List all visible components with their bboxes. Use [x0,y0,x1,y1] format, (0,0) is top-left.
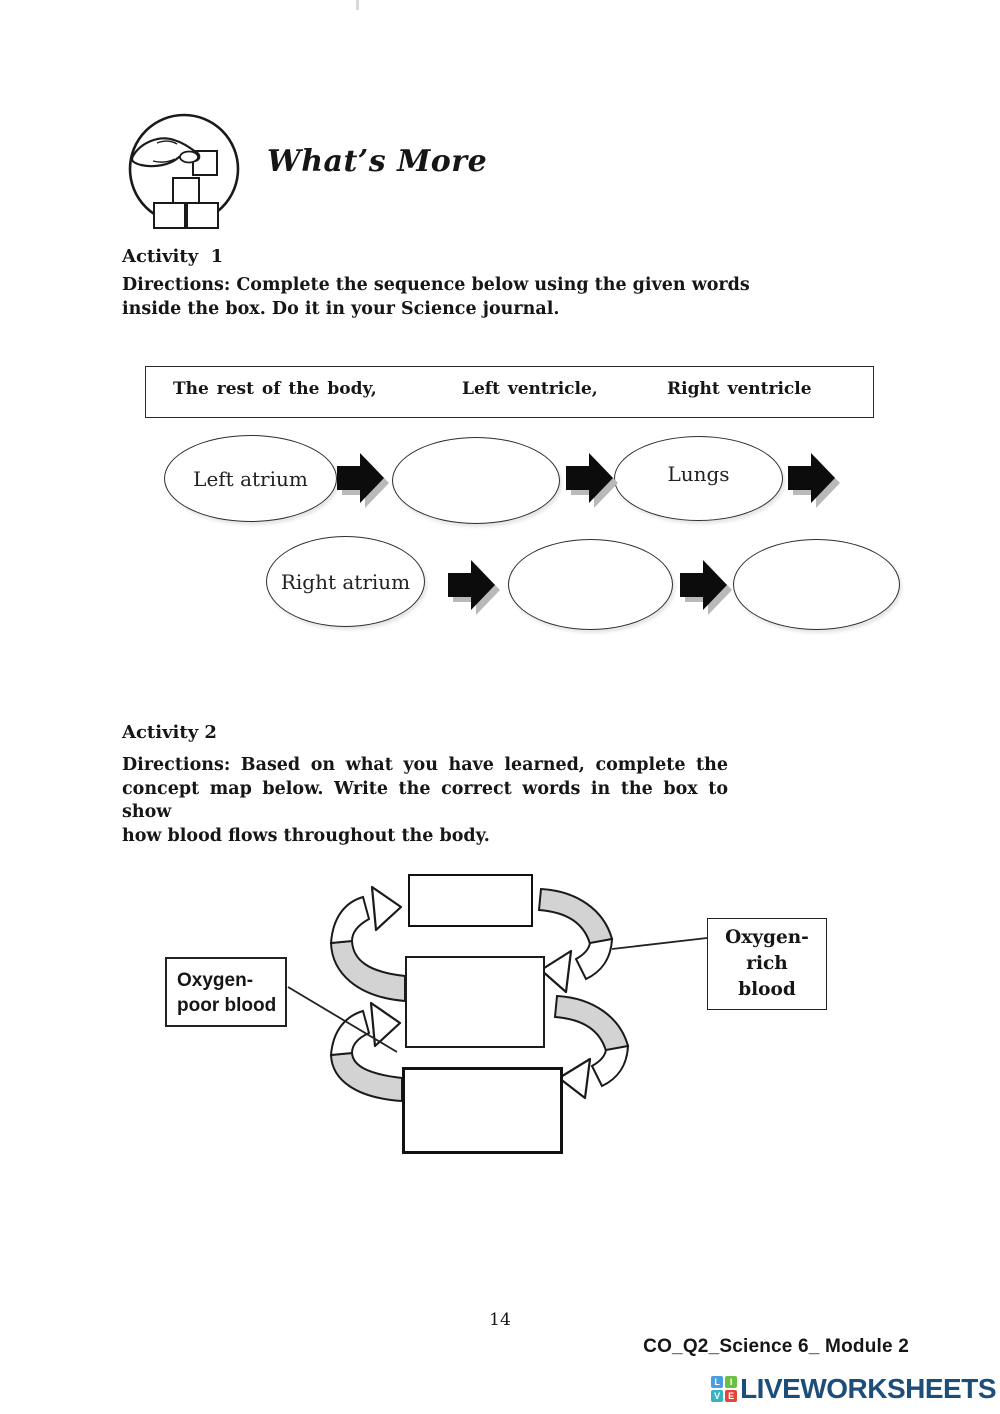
right-arrow-icon [448,560,500,615]
ellipse-label: Right atrium [280,569,411,594]
curved-arrow-down-right-icon [553,994,630,1100]
activity2-heading: Activity 2 [122,722,217,743]
sequence-ellipse-lungs: Lungs [614,436,783,521]
activity2-directions-line2: concept map below. Write the correct wor… [122,778,728,823]
activity2-directions: Directions: Based on what you have learn… [122,754,728,848]
right-arrow-icon [566,453,618,508]
word-bank-item: Right ventricle [667,379,812,399]
right-arrow-icon [788,453,840,508]
logo-tile-v: V [711,1390,724,1402]
module-footer-text: CO_Q2_Science 6_ Module 2 [643,1336,909,1357]
liveworksheets-tiles-icon: L I V E [711,1376,738,1402]
hand-stacking-blocks-icon [128,113,240,229]
oxygen-poor-connector-line [287,986,398,1053]
word-bank-item: Left ventricle, [462,379,598,399]
liveworksheets-logo[interactable]: L I V E LIVEWORKSHEETS [711,1373,996,1405]
activity2-directions-line3: how blood flows throughout the body. [122,825,490,846]
label-line: Oxygen- [725,927,809,948]
word-bank-item: The rest of the body, [173,379,377,399]
concept-box-bottom-blank[interactable] [402,1067,563,1154]
section-title: What’s More [267,144,488,179]
sequence-ellipse-blank-2[interactable] [508,539,673,630]
oxygen-rich-blood-label: Oxygen- rich blood [707,918,827,1010]
curved-arrow-up-left-icon [329,1001,403,1103]
oxygen-poor-blood-label: Oxygen- poor blood [165,957,287,1027]
activity1-directions: Directions: Complete the sequence below … [122,273,750,321]
page-number: 14 [489,1310,511,1330]
activity1-directions-line1: Directions: Complete the sequence below … [122,275,750,295]
activity1-directions-line2: inside the box. Do it in your Science jo… [122,299,560,319]
label-line: rich [746,953,788,974]
label-line: blood [738,979,796,1000]
curved-arrow-up-left-icon [329,885,406,1003]
logo-tile-e: E [725,1390,738,1402]
scan-mark [356,0,359,10]
label-line: Oxygen- [177,970,254,991]
ellipse-label: Left atrium [193,466,308,491]
sequence-ellipse-right-atrium: Right atrium [266,536,425,627]
label-line: poor blood [177,995,277,1016]
sequence-ellipse-blank-3[interactable] [733,539,900,630]
word-bank-box: The rest of the body, Left ventricle, Ri… [145,366,874,418]
ellipse-label: Lungs [667,461,730,486]
logo-tile-l: L [711,1376,724,1388]
liveworksheets-wordmark: LIVEWORKSHEETS [740,1373,996,1404]
sequence-ellipse-left-atrium: Left atrium [164,435,337,522]
oxygen-rich-connector-line [611,937,708,950]
curved-arrow-down-right-icon [537,887,614,994]
activity1-heading: Activity 1 [122,246,224,267]
concept-box-top-blank[interactable] [408,874,533,927]
activity2-directions-line1: Directions: Based on what you have learn… [122,755,728,775]
right-arrow-icon [337,453,389,508]
right-arrow-icon [680,560,732,615]
logo-tile-i: I [725,1376,738,1388]
concept-box-middle-blank[interactable] [405,956,545,1048]
sequence-ellipse-blank-1[interactable] [392,437,560,524]
